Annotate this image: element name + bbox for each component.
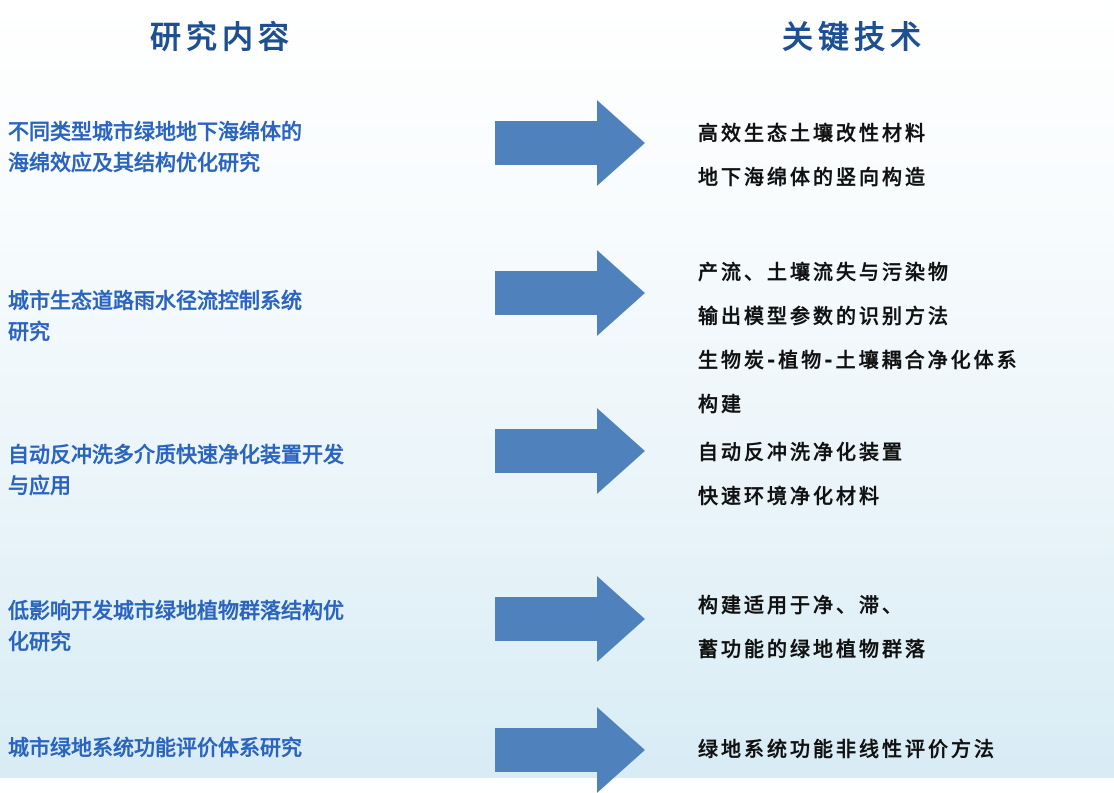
- tech-item-2-line-4: 构建: [698, 392, 744, 416]
- research-item-5: 城市绿地系统功能评价体系研究: [8, 733, 458, 764]
- key-technology-header: 关键技术: [782, 20, 926, 56]
- tech-item-4-line-1: 构建适用于净、滞、: [698, 593, 905, 617]
- tech-item-5: 绿地系统功能非线性评价方法: [698, 727, 997, 771]
- research-item-4: 低影响开发城市绿地植物群落结构优 化研究: [8, 596, 458, 658]
- tech-item-2-line-1: 产流、土壤流失与污染物: [698, 260, 951, 284]
- tech-item-5-line-1: 绿地系统功能非线性评价方法: [698, 737, 997, 761]
- research-item-2-line-2: 研究: [8, 320, 50, 344]
- research-item-2-line-1: 城市生态道路雨水径流控制系统: [8, 289, 302, 313]
- tech-item-3-line-1: 自动反冲洗净化装置: [698, 440, 905, 464]
- research-item-1-line-1: 不同类型城市绿地地下海绵体的: [8, 120, 302, 144]
- right-arrow-icon: [495, 250, 645, 336]
- tech-item-4: 构建适用于净、滞、 蓄功能的绿地植物群落: [698, 583, 928, 671]
- tech-item-2: 产流、土壤流失与污染物 输出模型参数的识别方法 生物炭-植物-土壤耦合净化体系 …: [698, 250, 1020, 426]
- tech-item-2-line-3: 生物炭-植物-土壤耦合净化体系: [698, 348, 1020, 372]
- right-arrow-icon: [495, 576, 645, 662]
- right-arrow-icon: [495, 408, 645, 494]
- right-arrow-icon: [495, 707, 645, 793]
- tech-item-3: 自动反冲洗净化装置 快速环境净化材料: [698, 430, 905, 518]
- tech-item-3-line-2: 快速环境净化材料: [698, 484, 882, 508]
- tech-item-2-line-2: 输出模型参数的识别方法: [698, 304, 951, 328]
- research-item-1-line-2: 海绵效应及其结构优化研究: [8, 151, 260, 175]
- research-item-3: 自动反冲洗多介质快速净化装置开发 与应用: [8, 440, 458, 502]
- tech-item-1-line-1: 高效生态土壤改性材料: [698, 121, 928, 145]
- research-item-3-line-2: 与应用: [8, 474, 71, 498]
- right-arrow-icon: [495, 100, 645, 186]
- research-item-4-line-2: 化研究: [8, 630, 71, 654]
- research-item-4-line-1: 低影响开发城市绿地植物群落结构优: [8, 599, 344, 623]
- research-item-1: 不同类型城市绿地地下海绵体的 海绵效应及其结构优化研究: [8, 117, 458, 179]
- tech-item-4-line-2: 蓄功能的绿地植物群落: [698, 637, 928, 661]
- research-content-header: 研究内容: [150, 20, 294, 56]
- research-item-3-line-1: 自动反冲洗多介质快速净化装置开发: [8, 443, 344, 467]
- research-item-2: 城市生态道路雨水径流控制系统 研究: [8, 286, 458, 348]
- research-item-5-line-1: 城市绿地系统功能评价体系研究: [8, 736, 302, 760]
- tech-item-1: 高效生态土壤改性材料 地下海绵体的竖向构造: [698, 111, 928, 199]
- tech-item-1-line-2: 地下海绵体的竖向构造: [698, 165, 928, 189]
